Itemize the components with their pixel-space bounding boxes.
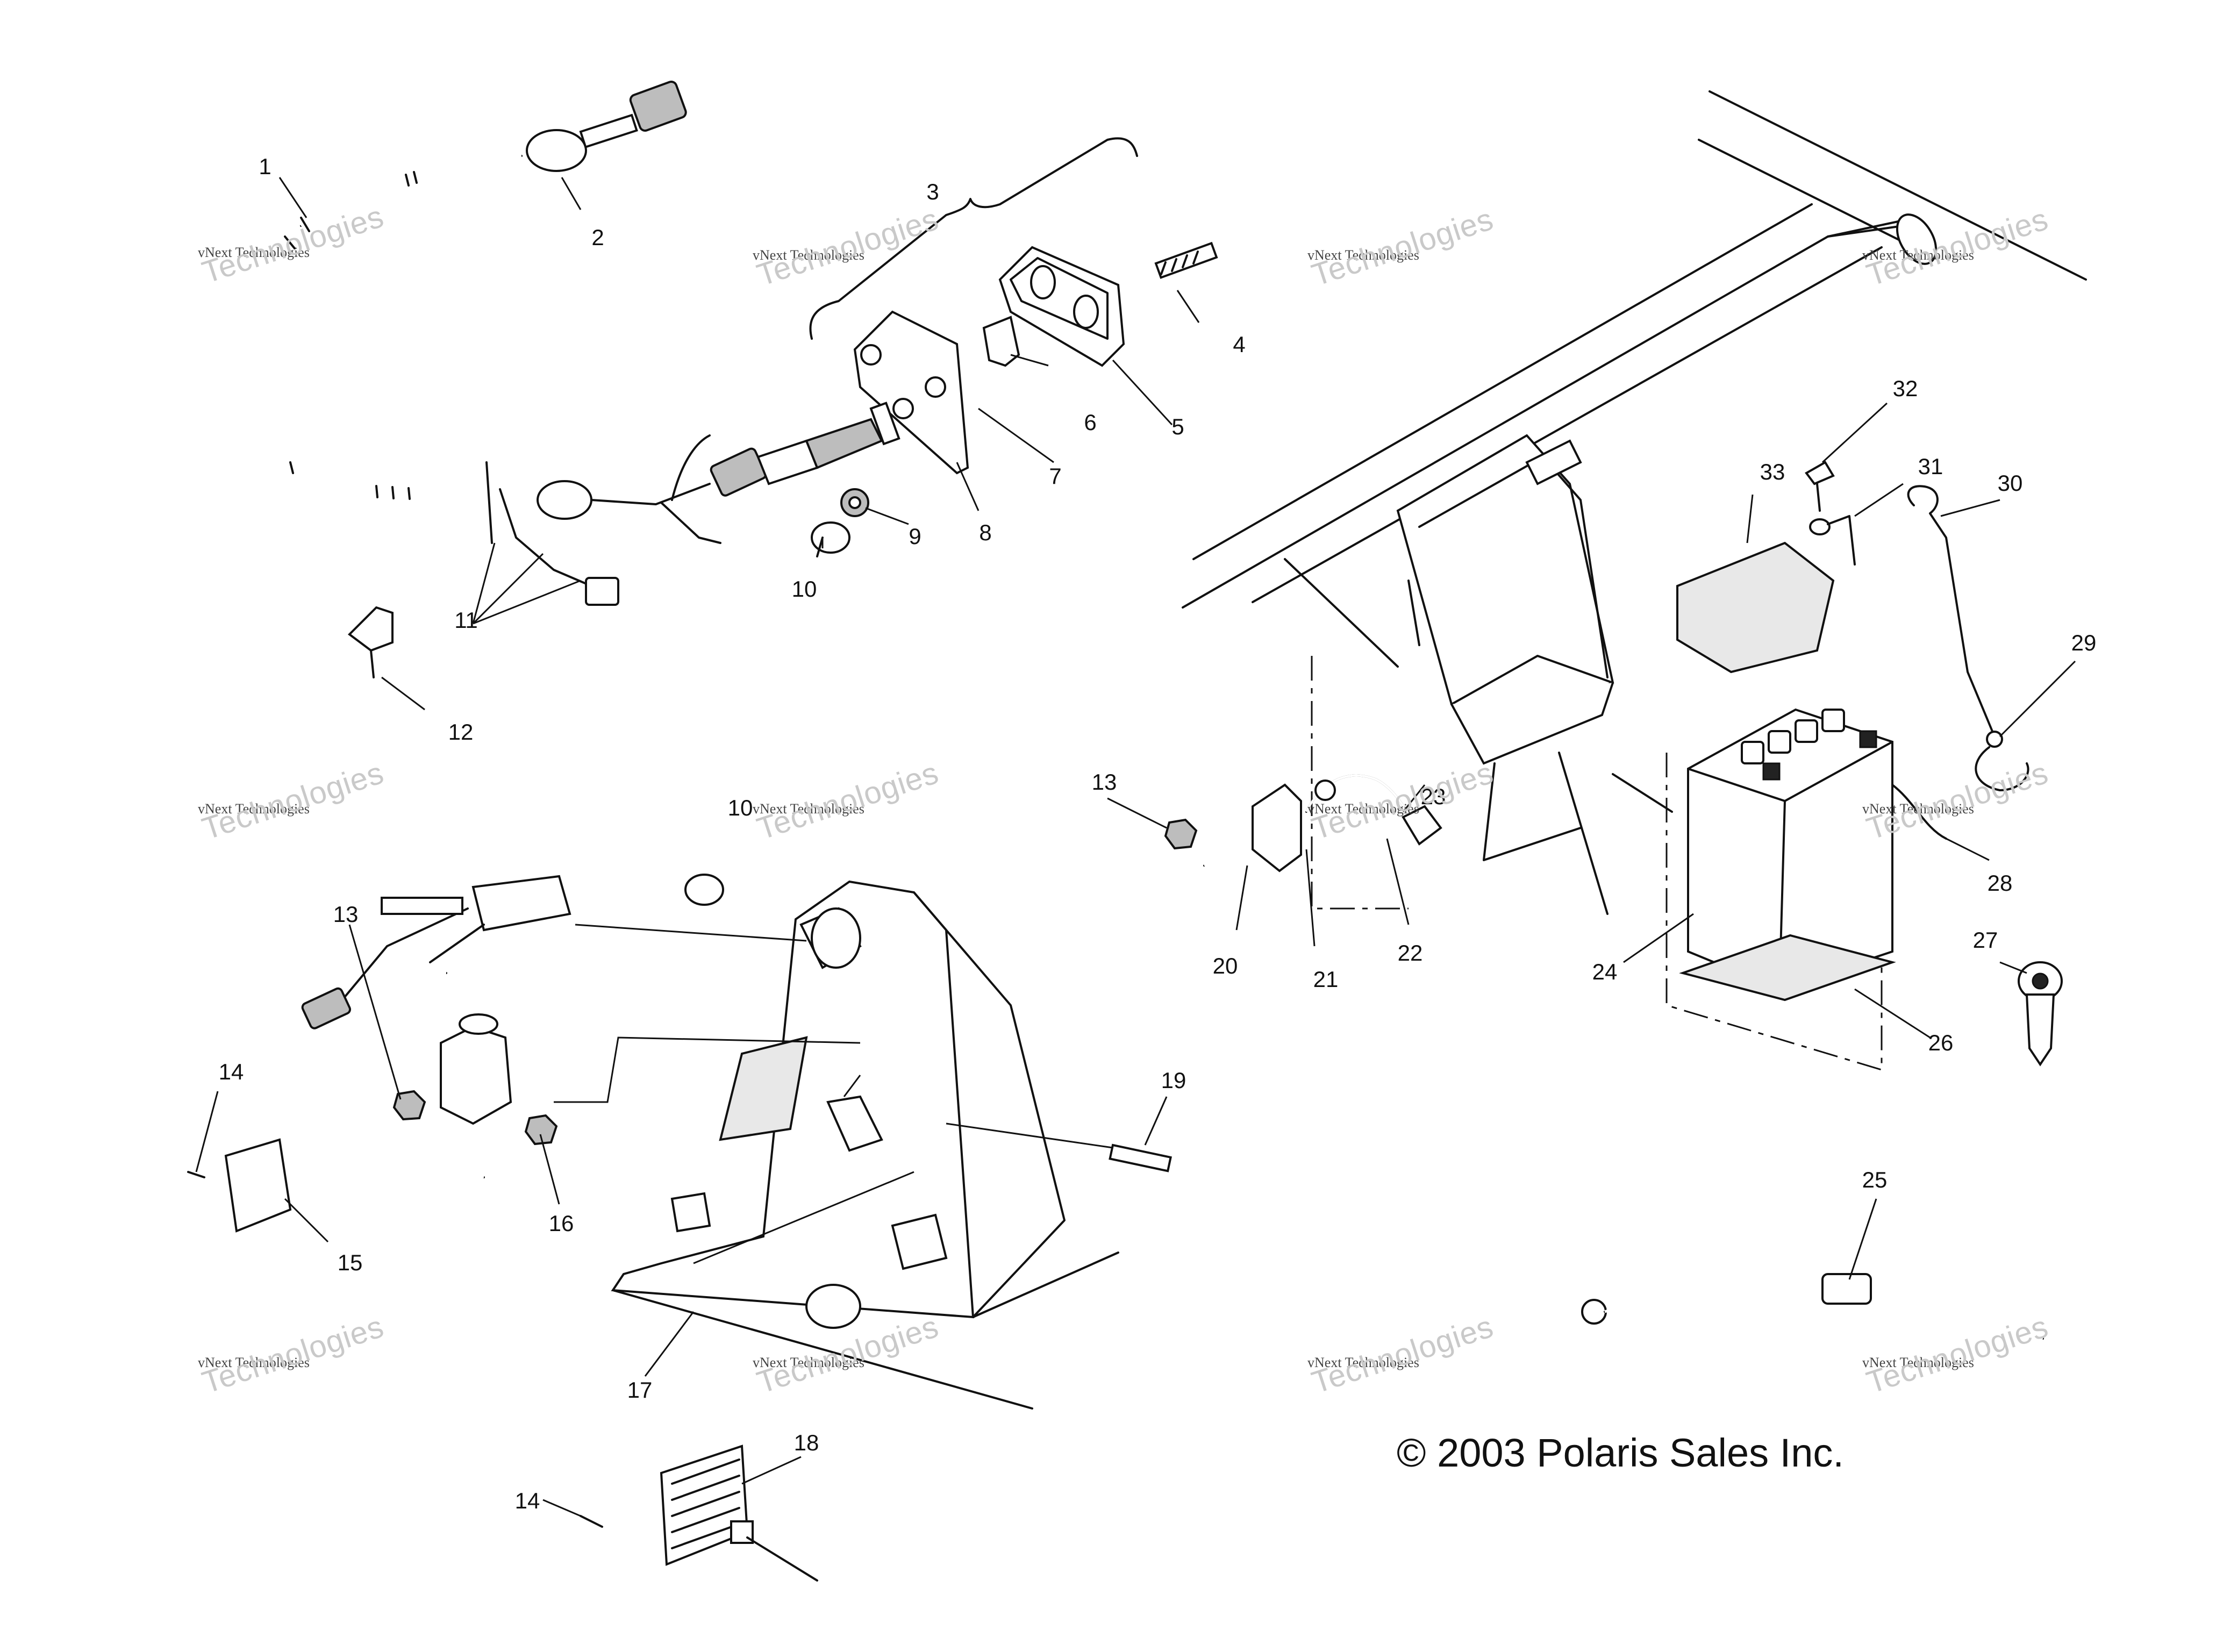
boot-22 bbox=[1402, 805, 1442, 846]
battery-cable-28 bbox=[1891, 784, 1947, 840]
callout-21: 21 bbox=[1313, 967, 1339, 992]
callout-27: 27 bbox=[1972, 927, 1998, 953]
callout-28: 28 bbox=[1987, 870, 2013, 896]
callout-22: 22 bbox=[1397, 940, 1423, 966]
callout-3: 3 bbox=[926, 179, 939, 204]
harness-connector-top bbox=[526, 81, 687, 172]
battery-tray-26 bbox=[1679, 934, 1896, 1002]
callout-13-lower: 13 bbox=[333, 902, 359, 927]
callout-15: 15 bbox=[337, 1250, 363, 1275]
leader-lines bbox=[195, 177, 2076, 1517]
battery-pad-33 bbox=[1676, 541, 1835, 674]
tail-light-lens-8 bbox=[853, 310, 969, 475]
cable-tie-11 bbox=[485, 461, 493, 544]
callout-14-lower: 14 bbox=[514, 1488, 540, 1513]
callout-18: 18 bbox=[794, 1430, 819, 1455]
callout-31: 31 bbox=[1918, 454, 1943, 479]
callout-4: 4 bbox=[1233, 332, 1246, 357]
nut-16 bbox=[524, 1114, 558, 1146]
bulb-6 bbox=[982, 316, 1020, 367]
callout-23: 23 bbox=[1420, 784, 1446, 809]
tail-light-housing-5 bbox=[998, 246, 1125, 367]
callout-13-top: 13 bbox=[1091, 769, 1117, 795]
callout-6: 6 bbox=[1084, 410, 1097, 435]
ground-wire-20 bbox=[1203, 783, 1302, 873]
regulator-15 bbox=[224, 1138, 292, 1233]
callout-10-lower: 10 bbox=[727, 795, 753, 820]
callout-5: 5 bbox=[1171, 414, 1184, 439]
callout-11: 11 bbox=[454, 607, 478, 633]
harness-connector-lower bbox=[499, 434, 767, 606]
socket-plug-7 bbox=[756, 402, 900, 485]
callout-7: 7 bbox=[1049, 463, 1062, 489]
callout-26: 26 bbox=[1928, 1030, 1954, 1055]
callout-17: 17 bbox=[627, 1377, 653, 1403]
callout-2: 2 bbox=[591, 225, 604, 250]
bolt-19 bbox=[946, 1122, 1172, 1172]
battery-24 bbox=[1687, 708, 1893, 991]
callout-16: 16 bbox=[548, 1211, 574, 1236]
copyright-notice: © 2003 Polaris Sales Inc. bbox=[1397, 1431, 1844, 1475]
cable-21 bbox=[1305, 774, 1420, 829]
rivet-12 bbox=[347, 606, 394, 678]
panel-17 bbox=[611, 880, 1119, 1410]
cdi-box-13 bbox=[301, 875, 571, 1029]
callout-10-top: 10 bbox=[791, 576, 817, 602]
leader-line-panel bbox=[554, 924, 914, 1264]
dashed-guide-battery bbox=[1665, 753, 1883, 1071]
callout-19: 19 bbox=[1161, 1068, 1186, 1093]
screw-4 bbox=[1154, 241, 1218, 279]
battery-cable-31 bbox=[1809, 515, 1856, 566]
callout-25: 25 bbox=[1862, 1167, 1888, 1192]
bolt-23 bbox=[1407, 580, 1420, 646]
callout-30: 30 bbox=[1997, 470, 2023, 496]
harness-wire bbox=[224, 152, 549, 500]
callout-8: 8 bbox=[979, 520, 992, 545]
clip-10-top bbox=[811, 521, 850, 557]
callout-33: 33 bbox=[1760, 459, 1785, 484]
nut-13-lower bbox=[392, 1090, 426, 1121]
callout-14-upper: 14 bbox=[218, 1059, 244, 1084]
callout-1: 1 bbox=[259, 154, 271, 179]
grommet-9 bbox=[840, 488, 869, 517]
ground-cable-25 bbox=[1581, 1273, 2044, 1340]
screw-14a bbox=[187, 1171, 205, 1178]
dashed-guide-bracket bbox=[1311, 656, 1409, 910]
callout-20: 20 bbox=[1212, 953, 1238, 978]
bracket-3 bbox=[809, 137, 1138, 340]
clip-10-lower bbox=[684, 874, 724, 906]
callout-12: 12 bbox=[448, 719, 474, 745]
battery-strap-29 bbox=[1907, 485, 2029, 791]
ignition-coil-16 bbox=[365, 971, 512, 1179]
screw-32 bbox=[1805, 461, 1835, 512]
battery-bracket bbox=[1396, 434, 1673, 915]
screw-14b bbox=[580, 1515, 603, 1528]
rectifier-18 bbox=[660, 1444, 818, 1582]
callout-9: 9 bbox=[909, 524, 921, 549]
callout-32: 32 bbox=[1892, 376, 1918, 401]
key-27 bbox=[2018, 961, 2063, 1067]
callout-29: 29 bbox=[2071, 630, 2097, 655]
nut-13-top bbox=[1164, 818, 1198, 850]
frame-tube bbox=[1182, 90, 2087, 668]
callout-24: 24 bbox=[1592, 959, 1618, 984]
